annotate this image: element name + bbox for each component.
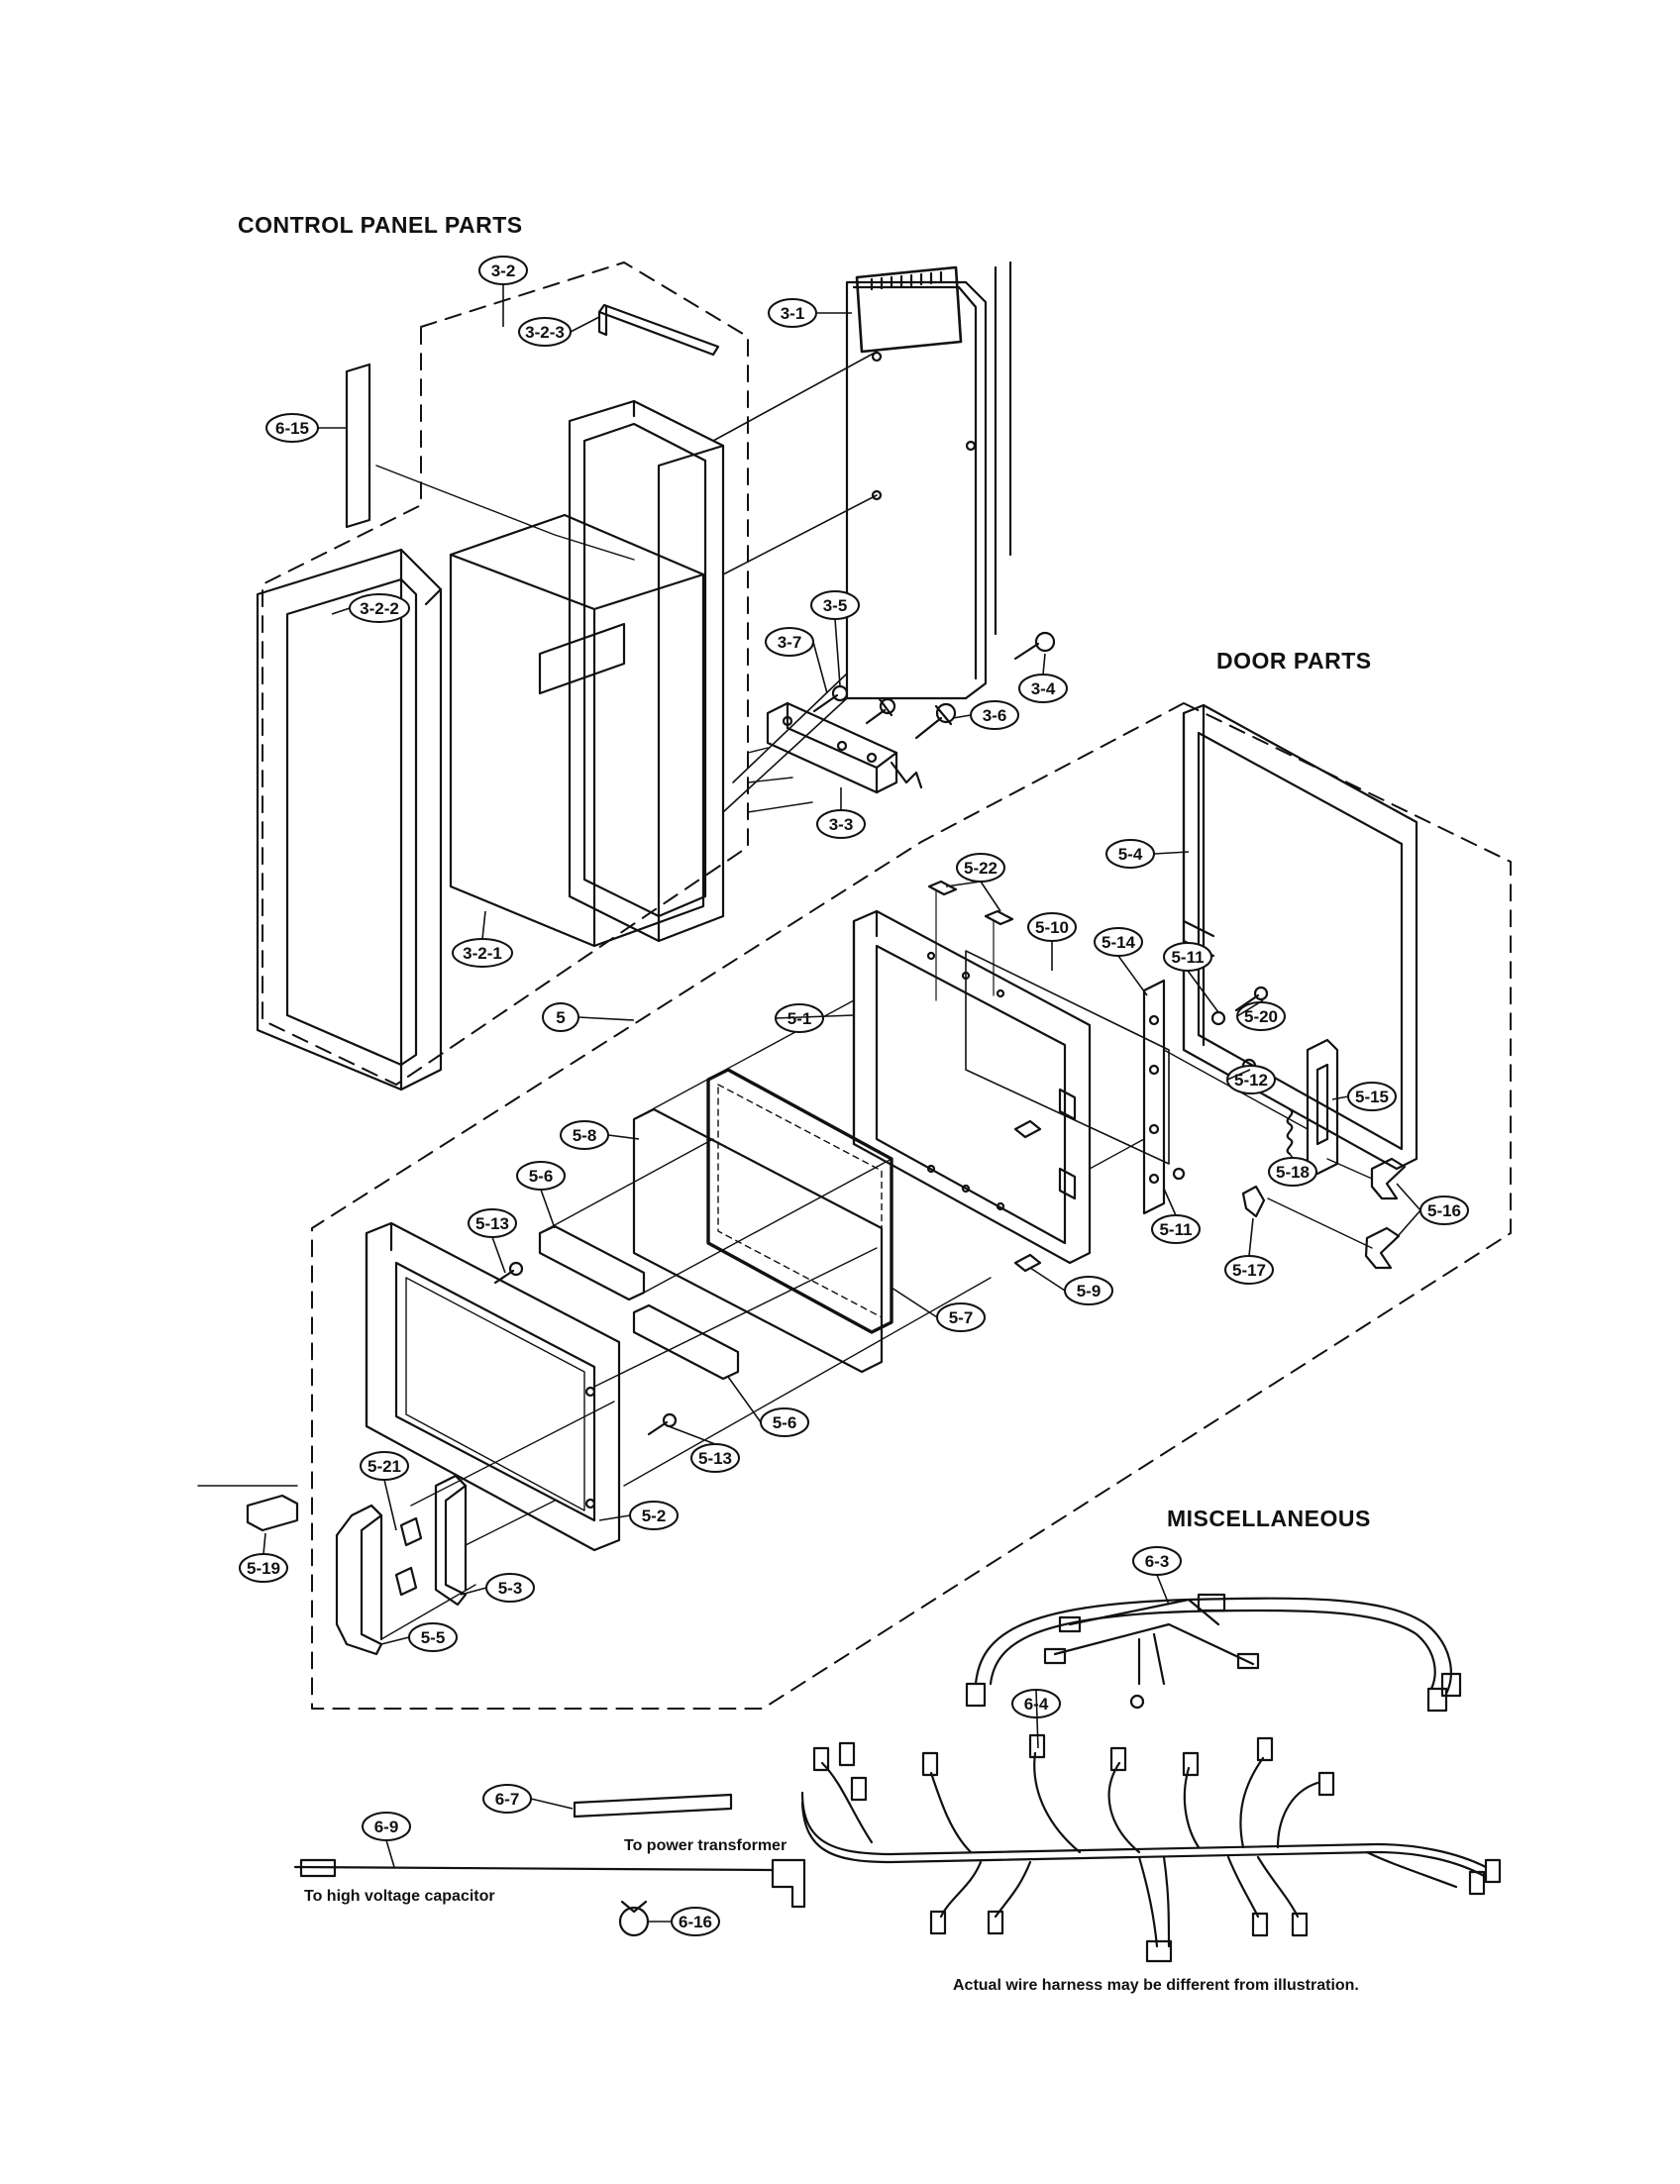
callout-3-5: 3-5: [823, 596, 848, 615]
screw-5-20: [1234, 993, 1260, 1012]
screw-3-7: [812, 684, 849, 713]
screw-5-13-upper: [493, 1269, 515, 1285]
heading-miscellaneous: MISCELLANEOUS: [1167, 1506, 1371, 1531]
callout-3-2-1: 3-2-1: [463, 944, 502, 963]
callout-5-21: 5-21: [368, 1457, 401, 1476]
screw-3-4: [1013, 631, 1056, 661]
note-harness-disclaimer: Actual wire harness may be different fro…: [953, 1977, 1359, 1994]
callout-3-2-2: 3-2-2: [360, 599, 399, 618]
wire-harness-6-4: [800, 1733, 1502, 1963]
callout-5-3: 5-3: [498, 1579, 523, 1598]
label-5-19: [246, 1494, 299, 1532]
high-voltage-wire-6-9: [293, 1858, 806, 1909]
callout-5-14: 5-14: [1102, 933, 1136, 952]
callout-5-13: 5-13: [698, 1449, 732, 1468]
callout-6-9: 6-9: [374, 1818, 399, 1836]
callout-5-2: 5-2: [642, 1507, 667, 1525]
callout-6-4: 6-4: [1024, 1695, 1049, 1714]
box-3-2-1: [449, 513, 705, 948]
callout-5-17: 5-17: [1232, 1261, 1266, 1280]
clamp-ring-6-16: [618, 1900, 650, 1937]
callout-5-16: 5-16: [1427, 1201, 1461, 1220]
callout-6-7: 6-7: [495, 1790, 520, 1809]
callout-6-15: 6-15: [275, 419, 309, 438]
glass-5-8: [632, 1107, 884, 1374]
callout-5-8: 5-8: [573, 1126, 597, 1145]
callout-5-6: 5-6: [773, 1413, 797, 1432]
callout-5-18: 5-18: [1276, 1163, 1310, 1182]
callout-5-20: 5-20: [1244, 1007, 1278, 1026]
callout-3-2: 3-2: [491, 261, 516, 280]
hinge-5-6-lower: [632, 1303, 740, 1381]
latch-holder-5-15: [1306, 1038, 1339, 1176]
washer-5-11: [1210, 1010, 1226, 1026]
callout-5-12: 5-12: [1234, 1071, 1268, 1090]
callout-5-1: 5-1: [788, 1009, 812, 1028]
strip-3-2-3: [597, 303, 720, 357]
spring-5-18: [1286, 1107, 1294, 1156]
screw-3-6: [914, 702, 957, 740]
callout-5-15: 5-15: [1355, 1088, 1389, 1106]
callout-3-4: 3-4: [1031, 679, 1056, 698]
callout-5-22: 5-22: [964, 859, 998, 878]
callout-5-11: 5-11: [1159, 1220, 1192, 1239]
frame-3-2-2: [256, 548, 443, 1092]
callout-6-16: 6-16: [679, 1913, 712, 1931]
callout-5-7: 5-7: [949, 1308, 974, 1327]
callout-5: 5: [556, 1008, 565, 1027]
door-group-outline: [311, 702, 1512, 1710]
hinge-5-6-upper: [538, 1224, 646, 1301]
door-frame-5-1: [852, 909, 1092, 1265]
handle-cover-5-3: [434, 1474, 468, 1607]
callout-5-10: 5-10: [1035, 918, 1069, 937]
callout-3-1: 3-1: [781, 304, 805, 323]
cap-5-21-upper: [399, 1516, 423, 1547]
screw-3-5: [865, 697, 896, 725]
stopper-5-9-lower: [1013, 1253, 1042, 1273]
callout-3-7: 3-7: [778, 633, 802, 652]
label-sheet-6-15: [345, 363, 371, 529]
wire-harness-6-3: [965, 1593, 1462, 1713]
note-to-high-voltage-capacitor: To high voltage capacitor: [304, 1888, 495, 1905]
callout-5-4: 5-4: [1118, 845, 1143, 864]
heading-control-panel-parts: CONTROL PANEL PARTS: [238, 212, 523, 238]
callout-6-3: 6-3: [1145, 1552, 1170, 1571]
seal-5-7: [706, 1068, 893, 1334]
choke-cover-5-4: [1182, 703, 1418, 1171]
lever-5-17: [1241, 1185, 1266, 1218]
stopper-5-9-upper: [1013, 1119, 1042, 1139]
latch-head-5-16-upper: [1370, 1157, 1407, 1200]
callout-5-13: 5-13: [475, 1214, 509, 1233]
note-to-power-transformer: To power transformer: [624, 1837, 788, 1854]
panel-3-2: [568, 399, 725, 943]
latch-bar-5-14: [1142, 979, 1166, 1215]
cap-5-21-lower: [394, 1566, 418, 1597]
handle-5-5: [335, 1504, 383, 1656]
callout-5-6: 5-6: [529, 1167, 554, 1186]
callout-3-6: 3-6: [983, 706, 1007, 725]
callout-5-5: 5-5: [421, 1628, 446, 1647]
tube-6-7: [573, 1793, 733, 1819]
callout-5-9: 5-9: [1077, 1282, 1102, 1300]
circuit-board-3-1: [845, 260, 1012, 700]
bracket-3-3: [766, 701, 923, 794]
callout-5-11: 5-11: [1171, 948, 1204, 967]
door-panel-5-2: [365, 1221, 621, 1552]
heading-door-parts: DOOR PARTS: [1216, 648, 1372, 674]
callout-3-3: 3-3: [829, 815, 854, 834]
control-panel-group-outline: [262, 261, 749, 1086]
latch-head-5-16-lower: [1364, 1226, 1401, 1270]
callout-3-2-3: 3-2-3: [525, 323, 565, 342]
screw-5-13-lower: [647, 1420, 669, 1436]
tab-5-22: [927, 880, 958, 896]
choke-film-5-10: [965, 950, 1170, 1165]
callout-5-19: 5-19: [247, 1559, 280, 1578]
